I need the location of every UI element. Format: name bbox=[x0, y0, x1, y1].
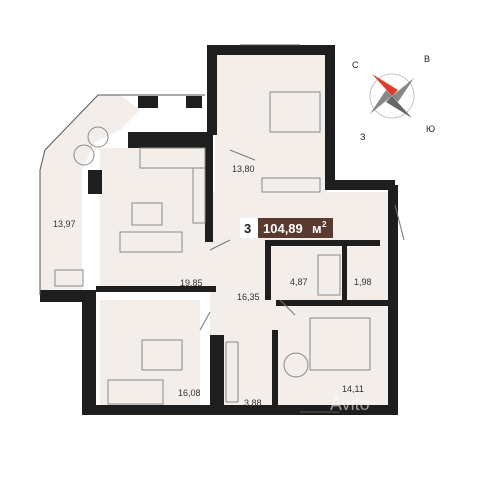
area-bathroom: 4,87 bbox=[290, 277, 308, 287]
doors bbox=[199, 149, 405, 331]
wall-closet-left bbox=[210, 335, 224, 410]
wall-window-pillar-2 bbox=[186, 96, 202, 108]
wall-pillar-left bbox=[88, 170, 102, 194]
compass-needle-south bbox=[386, 96, 412, 118]
furniture bbox=[54, 91, 371, 405]
wall-bottom-left bbox=[82, 405, 202, 415]
wall-bottom bbox=[198, 405, 398, 415]
compass-west-label: З bbox=[360, 132, 365, 142]
compass-north-label: С bbox=[352, 60, 359, 70]
wall-top-left-vertical bbox=[207, 45, 217, 135]
apartment-badge: 3 104,89 м 2 bbox=[240, 218, 333, 238]
floor-bedroom-left bbox=[100, 300, 200, 410]
area-kitchen-living: 19,85 bbox=[180, 278, 203, 288]
decor-circle bbox=[283, 352, 309, 378]
room-area-labels: 13,80 13,97 19,85 16,35 4,87 1,98 16,08 … bbox=[53, 164, 372, 408]
sofa bbox=[119, 231, 183, 253]
compass-ring bbox=[369, 73, 415, 119]
badge-rooms-box bbox=[240, 218, 258, 238]
area-bedroom-left: 16,08 bbox=[178, 388, 201, 398]
loggia-chair-1 bbox=[87, 126, 109, 148]
badge-area-unit-power: 2 bbox=[322, 220, 327, 229]
wall-mid-horizontal bbox=[96, 286, 216, 292]
loggia-desk bbox=[54, 269, 84, 287]
wall-window-pillar-1 bbox=[138, 96, 158, 108]
wardrobe-top bbox=[261, 177, 321, 193]
wall-left-lower bbox=[82, 290, 96, 415]
bathtub bbox=[317, 254, 341, 296]
wall-right bbox=[388, 185, 398, 415]
walls bbox=[40, 45, 398, 415]
compass-needle-north bbox=[372, 74, 398, 96]
bed-right bbox=[309, 317, 371, 371]
door-kitchen bbox=[209, 239, 231, 251]
badge-area-box bbox=[258, 218, 333, 238]
floor-loggia bbox=[40, 95, 140, 295]
wall-bath-top bbox=[265, 240, 380, 246]
floor-closet bbox=[222, 338, 274, 410]
room-floors bbox=[40, 52, 390, 410]
area-toilet: 1,98 bbox=[354, 277, 372, 287]
badge-rooms-count: 3 bbox=[244, 221, 251, 236]
wall-closet-right bbox=[272, 330, 278, 410]
loggia-glazing bbox=[39, 94, 205, 171]
area-loggia: 13,97 bbox=[53, 219, 76, 229]
area-bedroom-top: 13,80 bbox=[232, 164, 255, 174]
badge-area-unit: м bbox=[312, 221, 322, 236]
area-hall: 16,35 bbox=[237, 292, 260, 302]
door-bedroom-left bbox=[199, 311, 211, 331]
area-closet: 3,88 bbox=[244, 398, 262, 408]
floor-kitchen-living bbox=[100, 148, 210, 286]
compass-south-label: Ю bbox=[426, 124, 435, 134]
wall-bath-divider bbox=[342, 240, 347, 300]
wall-kitchen-right bbox=[205, 132, 213, 242]
bed-top bbox=[269, 91, 321, 133]
door-entrance bbox=[394, 204, 405, 241]
compass-needle-west bbox=[370, 90, 392, 114]
closet-shelves bbox=[225, 341, 239, 403]
door-bath bbox=[279, 299, 296, 316]
bed-left bbox=[107, 379, 164, 405]
area-bedroom-right: 14,11 bbox=[342, 384, 364, 394]
desk-left bbox=[141, 339, 183, 371]
dining-table bbox=[131, 202, 163, 226]
watermark: Avito bbox=[330, 394, 370, 414]
kitchen-counter bbox=[139, 147, 206, 169]
windows bbox=[39, 44, 340, 413]
compass: С В Ю З bbox=[352, 54, 435, 142]
floor-bedroom-top bbox=[215, 52, 327, 192]
door-bedroom-top bbox=[229, 149, 256, 161]
wall-left-stub bbox=[40, 290, 90, 302]
wall-top-right-vertical bbox=[325, 45, 335, 185]
wall-right-upper bbox=[325, 180, 395, 190]
wall-bath-left bbox=[265, 240, 271, 300]
kitchen-counter-side bbox=[192, 167, 206, 224]
wall-kitchen-top bbox=[128, 132, 213, 148]
badge-total-area: 104,89 bbox=[263, 221, 303, 236]
compass-east-label: В bbox=[424, 54, 430, 64]
wall-top-left bbox=[207, 45, 329, 55]
compass-needle-east bbox=[392, 78, 414, 102]
loggia-chair-2 bbox=[73, 144, 95, 166]
wall-bedroom-top bbox=[276, 300, 388, 306]
